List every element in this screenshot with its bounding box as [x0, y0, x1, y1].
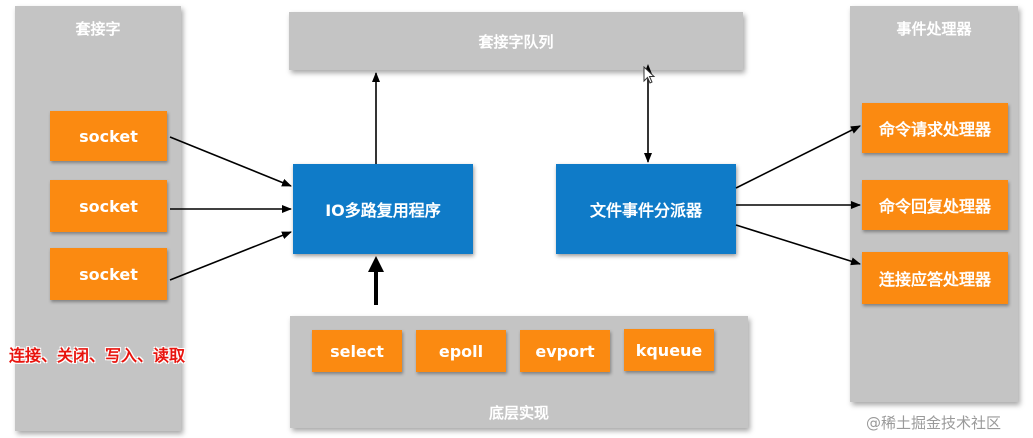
handler-command-request: 命令请求处理器: [862, 103, 1008, 153]
socket-operations-note: 连接、关闭、写入、读取: [9, 346, 186, 365]
impl-select-box: select: [312, 330, 402, 372]
arrow-impl-head: [368, 256, 384, 272]
socket-queue-label: 套接字队列: [478, 33, 554, 51]
handler-accept-connection: 连接应答处理器: [862, 252, 1008, 304]
arrow-dispatcher-to-request: [735, 125, 861, 189]
socket-box-3: socket: [50, 248, 167, 300]
arrow-socket3-to-multiplexer: [169, 231, 292, 281]
arrow-socket1-to-multiplexer: [169, 136, 292, 187]
socket-box-2: socket: [50, 180, 167, 232]
socket-box-1: socket: [50, 111, 167, 161]
watermark-text: @稀土掘金技术社区: [866, 414, 1002, 432]
impl-evport-box: evport: [520, 330, 610, 372]
event-handler-panel-title: 事件处理器: [896, 20, 972, 38]
handler-command-reply: 命令回复处理器: [862, 180, 1008, 230]
mouse-cursor-icon: [643, 66, 656, 84]
socket-panel-title: 套接字: [75, 20, 121, 38]
arrow-dispatcher-to-accept: [735, 224, 861, 266]
impl-epoll-box: epoll: [416, 330, 506, 372]
socket-queue-bar: 套接字队列: [289, 12, 743, 70]
io-multiplexer-box: IO多路复用程序: [293, 164, 473, 254]
event-dispatcher-box: 文件事件分派器: [556, 164, 736, 254]
impl-kqueue-box: kqueue: [624, 329, 714, 371]
implementation-panel-title: 底层实现: [488, 404, 549, 422]
